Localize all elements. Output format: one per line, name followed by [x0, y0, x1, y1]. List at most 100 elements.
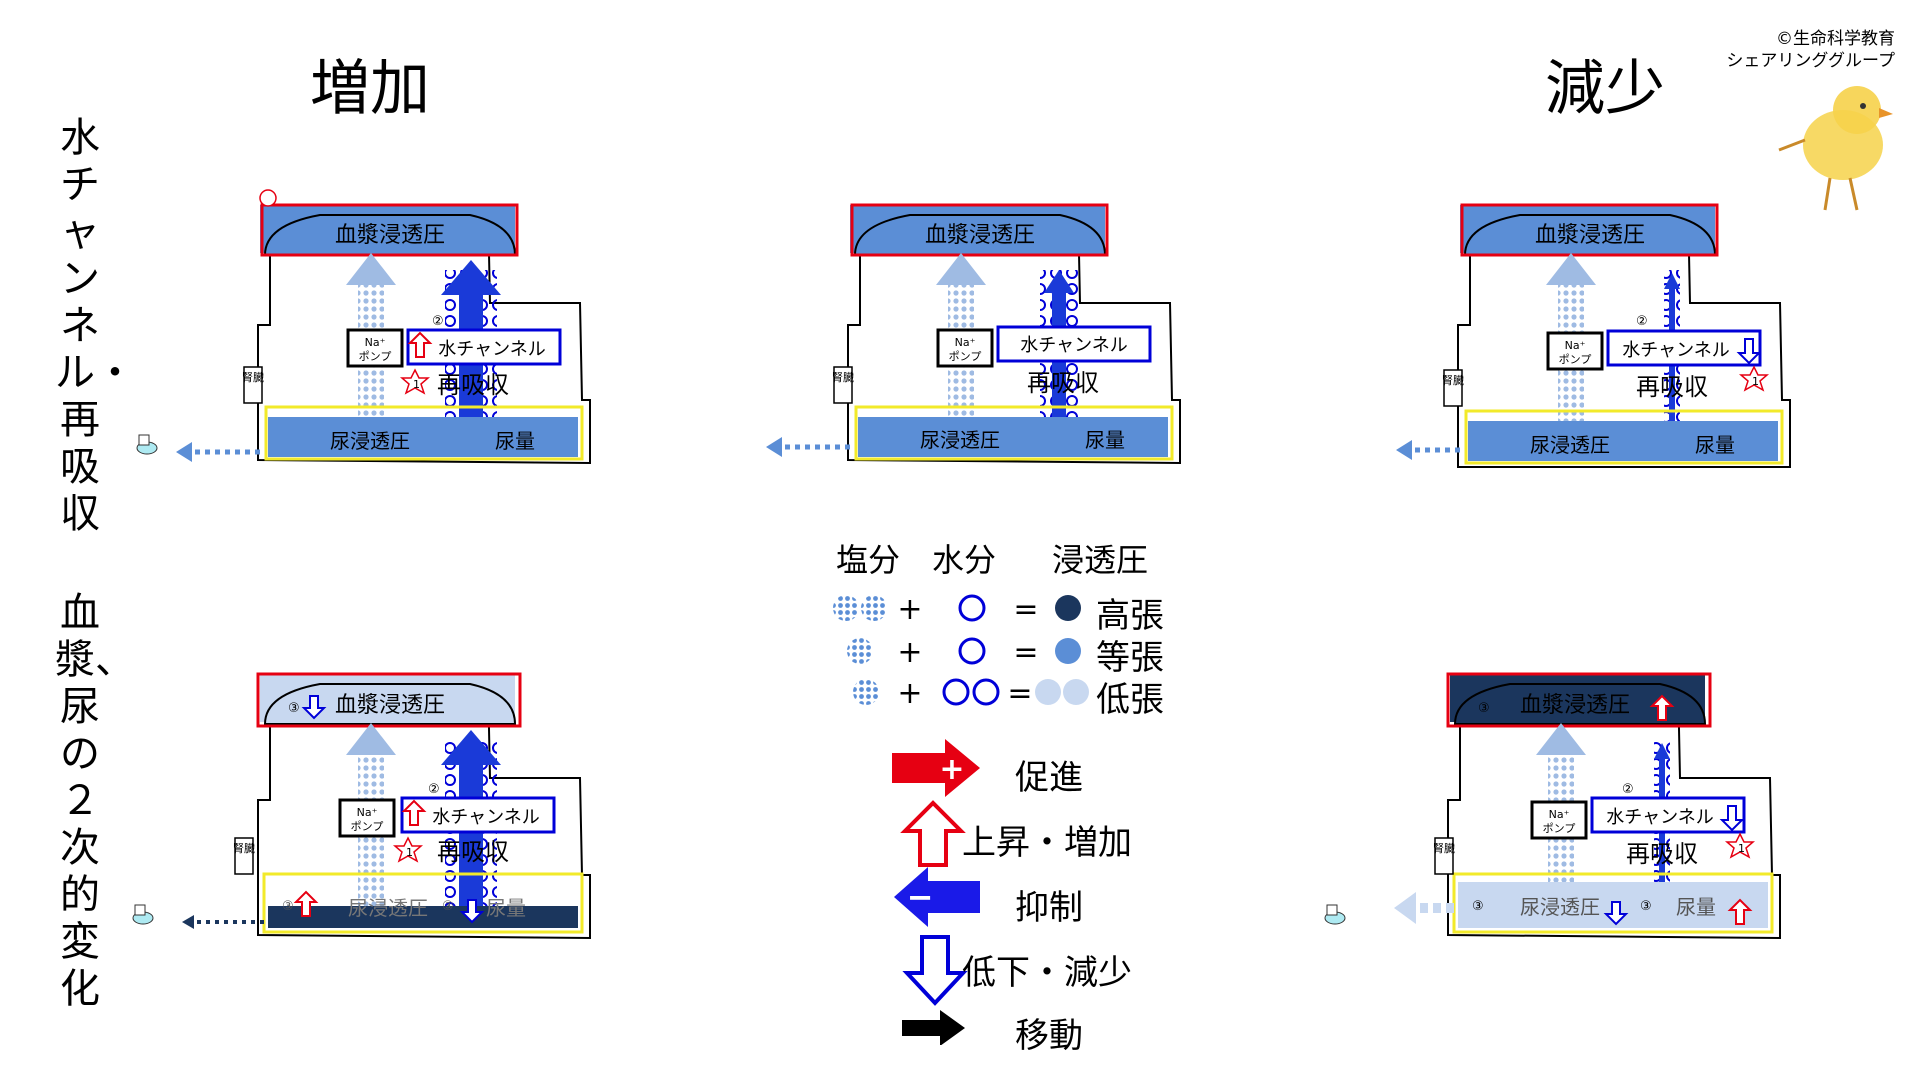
svg-text:=: = — [1013, 592, 1038, 627]
mark-3: ③ — [1478, 701, 1490, 716]
row-label-plasma-urine: 血漿、尿の２次的変化 — [55, 590, 135, 1012]
na-pump-top: Na⁺ — [365, 336, 386, 349]
reabsorption-label: 再吸収 — [1027, 369, 1099, 397]
svg-text:=: = — [1013, 635, 1038, 670]
na-pump-top: Na⁺ — [357, 806, 378, 819]
legend-osmotic: 浸透圧 — [1052, 541, 1149, 579]
mark-3: ③ — [1472, 899, 1484, 914]
kidney-panel-decrease-secondary: ③ 血漿浸透圧 Na⁺ ポンプ 水チャンネル ② 1 再吸収 ③ 尿浸透圧 ③ … — [1394, 672, 1781, 940]
kidney-panel-increase: 血漿浸透圧 Na⁺ ポンプ 水チャンネル ② 1 再吸収 尿浸透圧 尿量 腎臓 — [176, 189, 591, 465]
plasma-osmotic-label: 血漿浸透圧 — [335, 693, 445, 718]
urine-volume-label: 尿量 — [495, 429, 535, 453]
mark-3: ③ — [282, 899, 294, 914]
rise-arrow-icon — [900, 800, 966, 867]
mark-3: ③ — [288, 701, 300, 716]
osmotic-legend: + = + = + = — [833, 592, 1089, 711]
mark-1: 1 — [406, 846, 413, 859]
svg-text:+: + — [939, 752, 964, 787]
row-label-water-channel: 水チャンネル・再吸収 — [55, 115, 135, 537]
na-pump-top: Na⁺ — [1565, 339, 1586, 352]
plasma-osmotic-label: 血漿浸透圧 — [925, 223, 1035, 248]
urine-volume-label: 尿量 — [1085, 428, 1125, 452]
svg-text:+: + — [897, 592, 922, 627]
salt-icon — [853, 679, 879, 705]
water-icon — [942, 678, 970, 706]
water-icon — [972, 678, 1000, 706]
kidney-panel-decrease: 血漿浸透圧 Na⁺ ポンプ 水チャンネル ② 1 再吸収 尿浸透圧 尿量 腎臓 — [1396, 203, 1791, 468]
water-channel-label: 水チャンネル — [1020, 335, 1127, 356]
low-osmotic-icon — [1063, 679, 1089, 705]
water-channel-label: 水チャンネル — [432, 807, 539, 828]
reabsorption-label: 再吸収 — [437, 371, 509, 399]
reabsorption-label: 再吸収 — [1626, 840, 1698, 868]
na-pump-bottom: ポンプ — [1559, 353, 1592, 366]
na-pump-bottom: ポンプ — [1543, 822, 1576, 835]
move-arrow-icon — [902, 1010, 965, 1045]
water-channel-label: 水チャンネル — [1622, 340, 1729, 361]
urine-osmotic-label: 尿浸透圧 — [1520, 895, 1600, 919]
svg-text:+: + — [897, 676, 922, 711]
urine-osmotic-label: 尿浸透圧 — [920, 428, 1000, 452]
salt-icon — [833, 595, 859, 621]
toilet-icon — [136, 434, 158, 455]
header-increase: 増加 — [310, 54, 430, 124]
kidney-label: 腎臓 — [233, 842, 255, 855]
kidney-label: 腎臓 — [1442, 374, 1464, 387]
plasma-osmotic-label: 血漿浸透圧 — [1535, 223, 1645, 248]
mark-3: ③ — [442, 899, 454, 914]
kidney-label: 腎臓 — [1433, 842, 1455, 855]
credit-line2: シェアリンググループ — [1726, 51, 1895, 71]
na-pump-bottom: ポンプ — [351, 820, 384, 833]
urine-osmotic-label: 尿浸透圧 — [1530, 433, 1610, 457]
legend-rise: 上昇・増加 — [962, 823, 1132, 863]
urine-osmotic-label: 尿浸透圧 — [330, 429, 410, 453]
legend-water: 水分 — [932, 541, 997, 579]
legend-high: 高張 — [1096, 596, 1164, 636]
mark-2: ② — [428, 782, 440, 797]
chick-mascot-icon — [1778, 86, 1893, 211]
salt-icon — [847, 638, 873, 664]
fall-arrow-icon — [902, 935, 968, 1006]
mark-2: ② — [1636, 314, 1648, 329]
credit-line1: ©生命科学教育 — [1776, 29, 1895, 49]
kidney-label: 腎臓 — [242, 371, 264, 384]
high-osmotic-icon — [1055, 595, 1081, 621]
legend-fall: 低下・減少 — [962, 953, 1132, 993]
na-pump-bottom: ポンプ — [359, 350, 392, 363]
water-icon — [958, 637, 986, 665]
urine-osmotic-label: 尿浸透圧 — [348, 896, 428, 920]
credit: ©生命科学教育 シェアリンググループ — [1640, 28, 1895, 72]
svg-text:+: + — [897, 635, 922, 670]
legend-move: 移動 — [1015, 1016, 1083, 1056]
urine-volume-label: 尿量 — [1676, 895, 1716, 919]
mark-2: ② — [1622, 782, 1634, 797]
water-channel-label: 水チャンネル — [1606, 807, 1713, 828]
plasma-osmotic-label: 血漿浸透圧 — [335, 223, 445, 248]
heart-icon — [259, 189, 277, 207]
urine-volume-label: 尿量 — [486, 896, 526, 920]
urine-volume-label: 尿量 — [1695, 433, 1735, 457]
kidney-panel-increase-secondary: ③ 血漿浸透圧 Na⁺ ポンプ 水チャンネル ② 1 再吸収 ③ 尿浸透圧 ③ … — [182, 672, 591, 940]
reabsorption-label: 再吸収 — [1636, 373, 1708, 401]
legend-inhibit: 抑制 — [1015, 888, 1083, 928]
legend-iso: 等張 — [1096, 638, 1164, 678]
iso-osmotic-icon — [1055, 638, 1081, 664]
low-osmotic-icon — [1035, 679, 1061, 705]
legend-salt: 塩分 — [836, 541, 901, 579]
arrow-legend: + − — [892, 739, 980, 1045]
na-pump-top: Na⁺ — [1549, 808, 1570, 821]
reabsorption-label: 再吸収 — [437, 838, 509, 866]
toilet-icon — [132, 904, 154, 925]
mark-1: 1 — [1738, 842, 1745, 855]
header-decrease: 減少 — [1545, 54, 1665, 124]
plasma-osmotic-label: 血漿浸透圧 — [1520, 693, 1630, 718]
mark-1: 1 — [1752, 375, 1759, 388]
na-pump-top: Na⁺ — [955, 336, 976, 349]
kidney-label: 腎臓 — [832, 371, 854, 384]
svg-text:=: = — [1007, 676, 1032, 711]
water-channel-label: 水チャンネル — [438, 339, 545, 360]
legend-low: 低張 — [1096, 680, 1164, 720]
promote-arrow-icon — [892, 739, 980, 797]
mark-3: ③ — [1640, 899, 1652, 914]
na-pump-bottom: ポンプ — [949, 350, 982, 363]
